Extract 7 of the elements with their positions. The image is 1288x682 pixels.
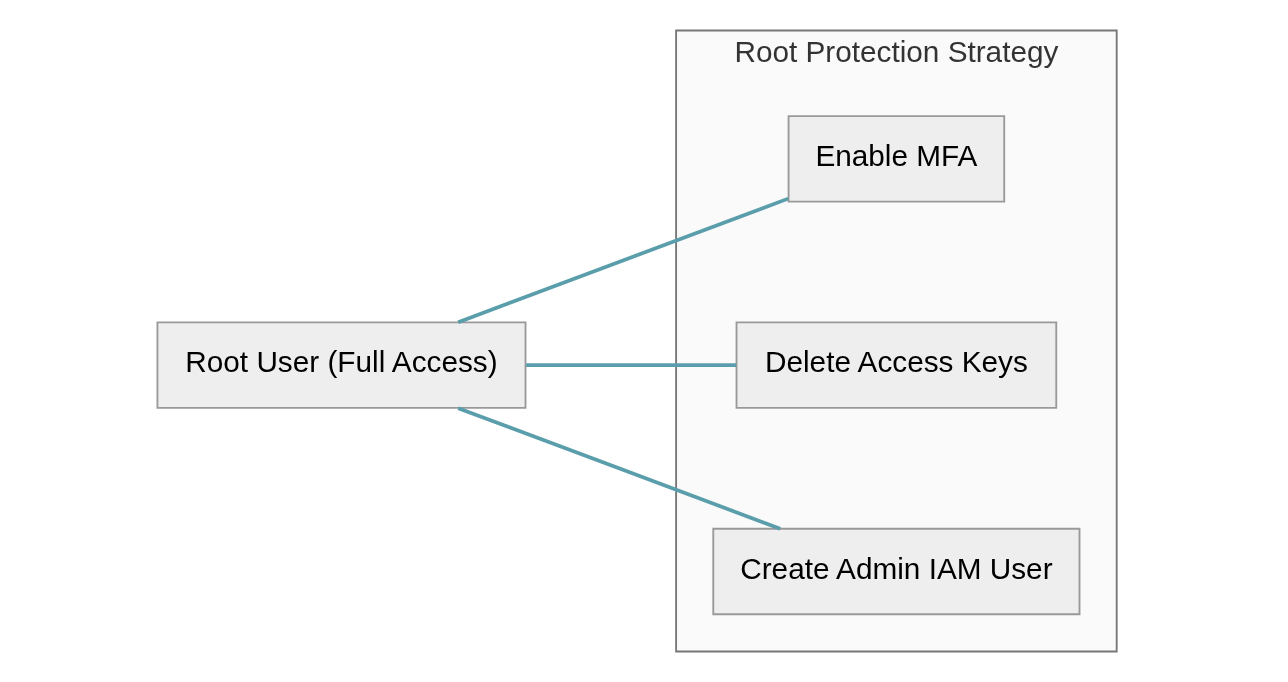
- node-box: Root User (Full Access): [156, 321, 526, 409]
- connector: [457, 406, 781, 531]
- connector: [457, 196, 789, 324]
- connector: [525, 363, 736, 368]
- node-box: Enable MFA: [787, 115, 1005, 203]
- node-box: Delete Access Keys: [735, 321, 1057, 409]
- node-box: Create Admin IAM User: [711, 527, 1080, 616]
